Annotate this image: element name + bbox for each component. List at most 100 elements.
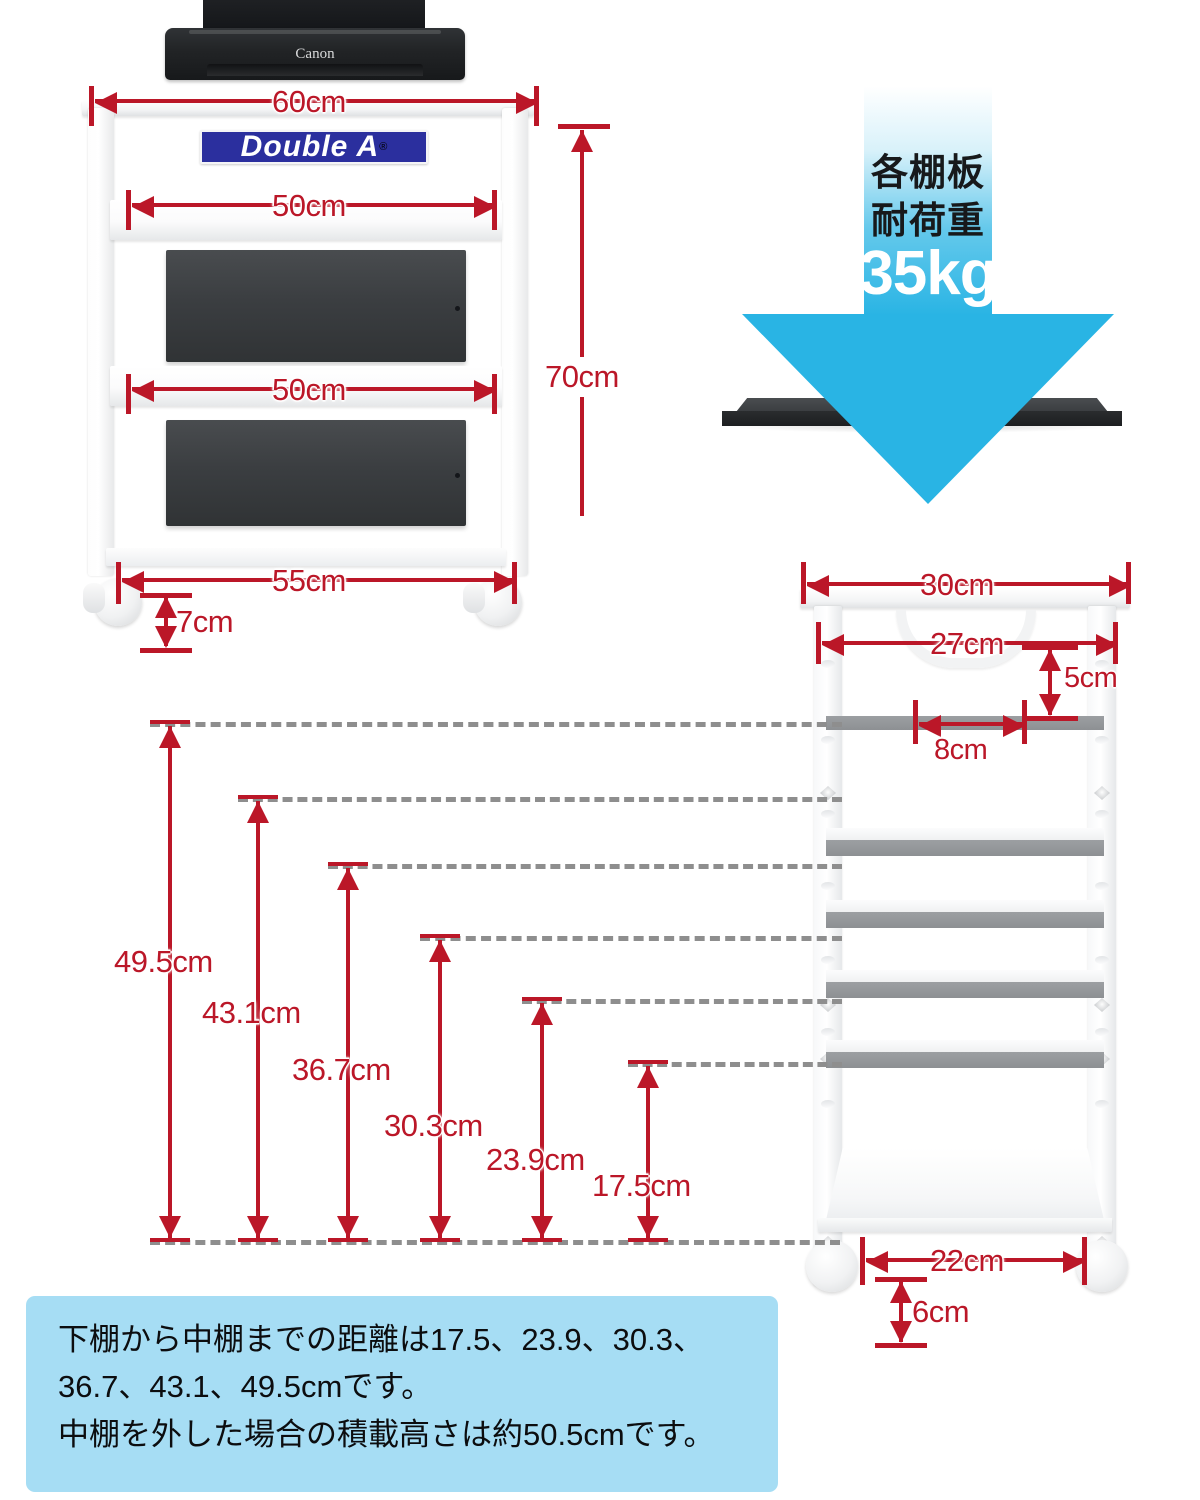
arrowhead-5-up xyxy=(1039,649,1061,671)
screw-icon xyxy=(1094,998,1110,1012)
dimline-70 xyxy=(580,130,584,516)
dim-label-6cm: 6cm xyxy=(912,1294,970,1329)
arrowhead-23-down xyxy=(531,1216,553,1238)
leader-17 xyxy=(628,1062,842,1067)
note-line-1: 下棚から中棚までの距離は17.5、23.9、30.3、 xyxy=(58,1322,705,1357)
shelf-slot-5 xyxy=(826,1040,1104,1068)
dim-label-43-1cm: 43.1cm xyxy=(202,995,301,1030)
dimline-50b xyxy=(132,387,495,391)
leader-23 xyxy=(522,999,842,1004)
peg-hole xyxy=(1095,882,1109,890)
tick-8-left xyxy=(913,700,918,744)
arrowhead-30h-down xyxy=(429,1216,451,1238)
tick-30h-top xyxy=(420,934,460,938)
tick-70-top xyxy=(558,124,610,129)
note-callout-box: 下棚から中棚までの距離は17.5、23.9、30.3、 36.7、43.1、49… xyxy=(26,1296,778,1492)
dim-label-49-5cm: 49.5cm xyxy=(114,944,213,979)
tick-23-top xyxy=(522,997,562,1001)
printer-paper-tray xyxy=(203,0,425,28)
arrowhead-17-down xyxy=(637,1216,659,1238)
arrowhead-6-down xyxy=(890,1321,912,1343)
tick-49-top xyxy=(150,720,190,724)
cart-bottom-shelf xyxy=(106,548,506,566)
baseline-leader xyxy=(150,1240,840,1245)
baseline-tick-1 xyxy=(150,1238,190,1242)
dimline-7 xyxy=(164,596,168,646)
tick-7-bottom xyxy=(140,648,192,653)
tick-5-top xyxy=(1022,645,1078,650)
leader-43 xyxy=(238,797,842,802)
dim-label-23-9cm: 23.9cm xyxy=(486,1142,585,1177)
shelf-slot-3 xyxy=(826,900,1104,928)
arrowhead-27-left xyxy=(822,634,844,656)
load-label-line1: 各棚板 xyxy=(871,152,985,193)
dim-label-50cm-upper: 50cm xyxy=(272,188,346,223)
cart-lower-black-item xyxy=(166,420,466,526)
peg-hole xyxy=(821,736,835,744)
dim-label-55cm: 55cm xyxy=(272,563,346,598)
dimline-22 xyxy=(866,1258,1085,1262)
arrowhead-27-right xyxy=(1096,634,1118,656)
arrowhead-55-left xyxy=(122,571,144,593)
tick-50a-left xyxy=(126,190,131,230)
arrowhead-60-right xyxy=(516,92,538,114)
arrowhead-7-down xyxy=(155,626,177,648)
dim-label-70cm: 70cm xyxy=(542,357,622,397)
peg-hole xyxy=(1095,1028,1109,1036)
dim-label-7cm: 7cm xyxy=(176,604,234,639)
arrowhead-55-right xyxy=(494,571,516,593)
tick-6-bottom xyxy=(875,1343,927,1348)
tick-5-bottom xyxy=(1022,716,1078,721)
dimline-8 xyxy=(919,722,1025,726)
screw-icon xyxy=(820,786,836,800)
baseline-tick-6 xyxy=(628,1238,668,1242)
tick-6-top xyxy=(875,1277,927,1282)
baseline-tick-5 xyxy=(522,1238,562,1242)
arrowhead-36-down xyxy=(337,1216,359,1238)
dimline-50a xyxy=(132,203,495,207)
arrowhead-50a-left xyxy=(132,196,154,218)
dimline-30 xyxy=(807,582,1129,586)
cart-top-shelf xyxy=(82,100,534,116)
arrowhead-50a-right xyxy=(474,196,496,218)
tick-30-left xyxy=(801,562,806,604)
ream-brand-text: Double A xyxy=(240,130,380,163)
dimline-6 xyxy=(899,1281,903,1342)
note-line-3: 中棚を外した場合の積載高さは約50.5cmです。 xyxy=(58,1416,715,1452)
arrowhead-22-left xyxy=(866,1251,888,1273)
dim-label-36-7cm: 36.7cm xyxy=(292,1052,391,1087)
shelf-slot-2 xyxy=(826,828,1104,856)
peg-hole xyxy=(1095,1100,1109,1108)
arrowhead-30-right xyxy=(1109,575,1131,597)
arrowhead-23-up xyxy=(531,1003,553,1025)
leader-36 xyxy=(328,864,842,869)
dimline-36 xyxy=(346,868,350,1238)
arrowhead-30h-up xyxy=(429,940,451,962)
dimline-27 xyxy=(822,641,1116,645)
cart-middle-rail xyxy=(110,366,502,406)
arrowhead-60-left xyxy=(95,92,117,114)
arrowhead-43-up xyxy=(247,801,269,823)
peg-hole xyxy=(821,660,835,668)
tick-60-left xyxy=(89,86,94,126)
arrowhead-36-up xyxy=(337,868,359,890)
arrow-head xyxy=(742,314,1114,504)
right-cart-bottom-shelf xyxy=(818,1148,1112,1240)
load-capacity-value: 35kg xyxy=(859,239,997,308)
left-cart-illustration xyxy=(82,100,534,626)
arrowhead-17-up xyxy=(637,1066,659,1088)
printer-output-slot xyxy=(207,64,423,76)
arrowhead-50b-right xyxy=(474,380,496,402)
arrowhead-8-left xyxy=(919,715,941,737)
load-label-line2: 耐荷重 xyxy=(871,200,985,241)
tick-55-left xyxy=(116,562,121,604)
baseline-tick-4 xyxy=(420,1238,460,1242)
peg-hole xyxy=(821,882,835,890)
tick-22-left xyxy=(860,1237,865,1285)
peg-hole xyxy=(1095,810,1109,818)
dim-label-17-5cm: 17.5cm xyxy=(592,1168,691,1203)
arrowhead-5-down xyxy=(1039,694,1061,716)
arrowhead-49-down xyxy=(159,1216,181,1238)
right-cart-top-shelf xyxy=(800,588,1130,608)
